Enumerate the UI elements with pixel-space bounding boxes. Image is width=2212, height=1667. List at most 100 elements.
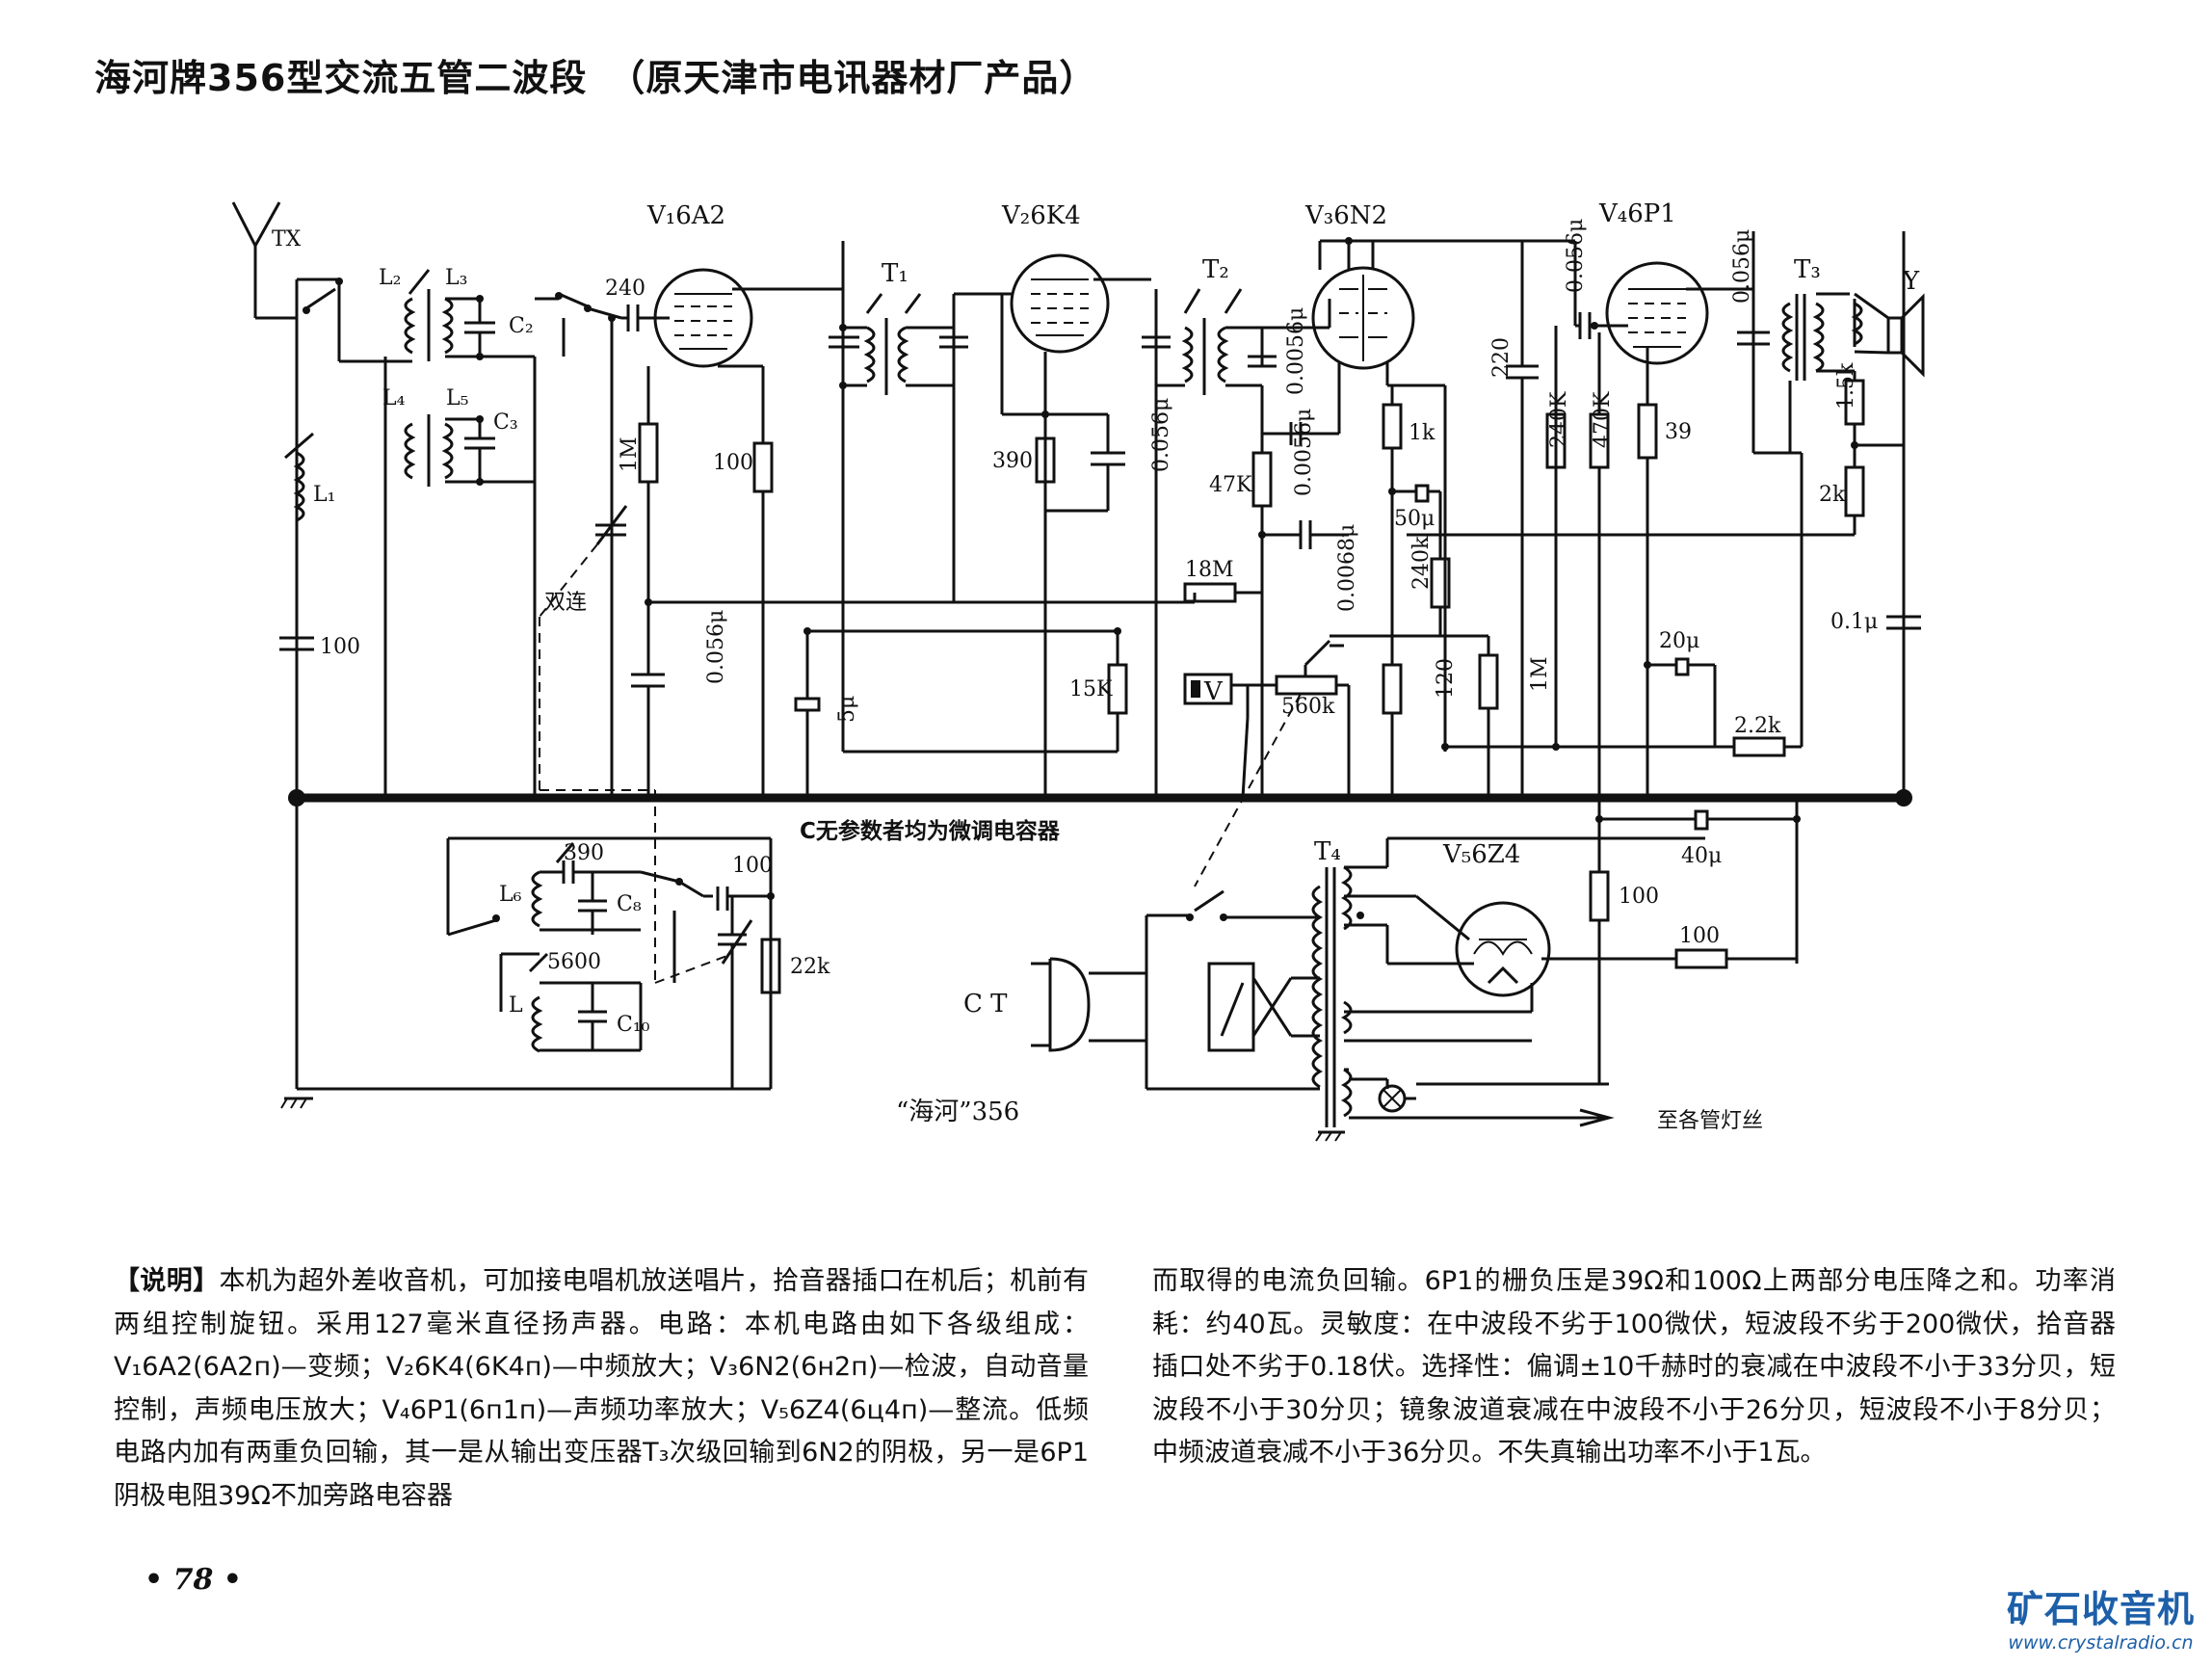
resistor-22k-label: 22k bbox=[790, 955, 830, 979]
resistor-100-b-label: 100 bbox=[1619, 885, 1659, 909]
antenna-icon bbox=[231, 201, 281, 318]
pot-560k-label: 560k bbox=[1281, 695, 1335, 719]
resistor-1m-b-label: 1M bbox=[1528, 656, 1552, 692]
coil-l2 bbox=[404, 297, 416, 355]
resistor-470k-label: 470K bbox=[1591, 391, 1615, 448]
resistor-15k-label: 15K bbox=[1069, 677, 1113, 701]
description-text-1: 本机为超外差收音机，可加接电唱机放送唱片，拾音器插口在机后；机前有两组控制旋钮。… bbox=[114, 1266, 1090, 1511]
transformer-t4-label: T₄ bbox=[1314, 837, 1341, 866]
coil-l5 bbox=[441, 422, 454, 480]
coil-l7 bbox=[531, 995, 543, 1053]
cap-c2-label: C₂ bbox=[509, 314, 534, 338]
page-number: • 78 • bbox=[145, 1563, 242, 1597]
resistor-240k-b-label: 240K bbox=[1547, 391, 1571, 448]
cap-50u-label: 50μ bbox=[1394, 507, 1435, 531]
cap-0056-b-label: 0.056μ bbox=[1149, 398, 1173, 472]
watermark: 矿石收音机 www.crystalradio.cn bbox=[2007, 1579, 2195, 1654]
cap-240-label: 240 bbox=[605, 277, 645, 301]
description-col-2: 而取得的电流负回输。6P1的栅负压是39Ω和100Ω上两部分电压降之和。功率消耗… bbox=[1152, 1260, 2116, 1475]
tube-v2-label: V₂6K4 bbox=[1001, 201, 1081, 230]
speaker-label: Y bbox=[1902, 267, 1920, 296]
circuit-schematic: TX L₁ 100 L₂ L₃ C₂ L₄ L₅ C₃ 240 bbox=[231, 199, 1925, 1142]
antenna-label: TX bbox=[272, 227, 302, 251]
ground-icon-left bbox=[280, 1097, 313, 1109]
resistor-1m-label: 1M bbox=[618, 437, 642, 472]
volume-label: V bbox=[1203, 677, 1224, 706]
coil-l1-label: L₁ bbox=[313, 483, 335, 507]
coil-l4-label: L₄ bbox=[382, 386, 406, 410]
tube-v3-label: V₃6N2 bbox=[1304, 201, 1387, 230]
arrow-icon bbox=[1579, 1108, 1615, 1127]
description: 【说明】本机为超外差收音机，可加接电唱机放送唱片，拾音器插口在机后；机前有两组控… bbox=[114, 1260, 2118, 1549]
coil-l6 bbox=[531, 870, 543, 928]
tube-v1 bbox=[653, 268, 753, 368]
coil-l6-label: L₆ bbox=[499, 883, 522, 907]
cap-c10-label: C₁₀ bbox=[617, 1013, 650, 1037]
resistor-15k-b-label: 1.5k bbox=[1834, 362, 1858, 410]
transformer-t2-secondary bbox=[1217, 326, 1229, 384]
cap-390-label: 390 bbox=[564, 841, 604, 865]
gang-label: 双连 bbox=[544, 591, 587, 615]
cap-c8-label: C₈ bbox=[617, 892, 642, 916]
transformer-t1-secondary bbox=[897, 326, 909, 384]
cap-5u-label: 5μ bbox=[835, 696, 859, 723]
tube-v4-label: V₄6P1 bbox=[1598, 199, 1676, 228]
description-col-1: 【说明】本机为超外差收音机，可加接电唱机放送唱片，拾音器插口在机后；机前有两组控… bbox=[114, 1260, 1089, 1518]
resistor-18m-label: 18M bbox=[1185, 558, 1234, 582]
description-text-2: 而取得的电流负回输。6P1的栅负压是39Ω和100Ω上两部分电压降之和。功率消耗… bbox=[1152, 1266, 2116, 1468]
coil-l7-label: L bbox=[509, 993, 523, 1018]
transformer-t1-primary bbox=[863, 326, 876, 384]
resistor-2k-label: 2k bbox=[1819, 483, 1846, 507]
note-trimmer: C无参数者均为微调电容器 bbox=[800, 818, 1061, 844]
tube-v5 bbox=[1455, 901, 1551, 997]
tube-v5-label: V₅6Z4 bbox=[1442, 840, 1520, 869]
resistor-100-a-label: 100 bbox=[713, 451, 753, 475]
transformer-t2-primary bbox=[1181, 326, 1194, 384]
coil-l3-label: L₃ bbox=[445, 266, 467, 290]
transformer-t3-secondary bbox=[1812, 302, 1825, 373]
resistor-39-label: 39 bbox=[1665, 420, 1692, 444]
schematic-caption: “海河”356 bbox=[896, 1098, 1019, 1126]
transformer-t3-primary bbox=[1781, 302, 1794, 373]
resistor-1k-label: 1k bbox=[1409, 421, 1435, 445]
transformer-t3-label: T₃ bbox=[1794, 255, 1821, 284]
plug-icon bbox=[1031, 957, 1091, 1052]
tube-v4 bbox=[1605, 261, 1709, 365]
ground-icon-t4 bbox=[1315, 1130, 1345, 1142]
cap-0056-a-label: 0.056μ bbox=[704, 610, 728, 684]
cap-0068-label: 0.0068μ bbox=[1335, 524, 1359, 612]
cap-100-b-label: 100 bbox=[732, 854, 773, 878]
description-heading: 【说明】 bbox=[114, 1266, 220, 1296]
coil-l1 bbox=[293, 451, 305, 522]
cap-0056-f-label: 0.056μ bbox=[1730, 229, 1754, 304]
watermark-text: 矿石收音机 bbox=[2006, 1588, 2195, 1630]
transformer-t1-label: T₁ bbox=[882, 259, 908, 288]
resistor-47k-label: 47K bbox=[1209, 473, 1252, 497]
transformer-t2-label: T₂ bbox=[1202, 255, 1229, 284]
speaker-icon bbox=[1886, 316, 1904, 355]
tube-v3 bbox=[1311, 266, 1415, 370]
cap-220-label: 220 bbox=[1489, 337, 1514, 378]
title-main: 海河牌356型交流五管二波段 bbox=[94, 57, 588, 99]
tube-v2 bbox=[1010, 253, 1110, 354]
cap-5600-label: 5600 bbox=[547, 950, 601, 974]
coil-l4 bbox=[404, 422, 416, 480]
coil-l3 bbox=[441, 297, 454, 355]
cap-01u-label: 0.1μ bbox=[1830, 610, 1878, 634]
cap-40u-label: 40μ bbox=[1681, 844, 1722, 868]
resistor-390-label: 390 bbox=[992, 449, 1033, 473]
coil-l2-label: L₂ bbox=[379, 266, 401, 290]
page-title: 海河牌356型交流五管二波段 （原天津市电讯器材厂产品） bbox=[94, 48, 1096, 101]
cap-0056-e-label: 0.056μ bbox=[1564, 219, 1588, 293]
resistor-22k-b-label: 2.2k bbox=[1734, 714, 1781, 738]
tube-v1-label: V₁6A2 bbox=[646, 201, 725, 230]
title-sub: （原天津市电讯器材厂产品） bbox=[608, 57, 1097, 99]
coil-l5-label: L₅ bbox=[446, 386, 468, 410]
plug-label: C T bbox=[963, 990, 1008, 1019]
cap-c3-label: C₃ bbox=[493, 410, 518, 435]
cap-100-label: 100 bbox=[320, 635, 360, 659]
cap-0056-d-label: 0.0056μ bbox=[1292, 409, 1316, 496]
cap-20u-label: 20μ bbox=[1659, 629, 1699, 653]
resistor-100-c-label: 100 bbox=[1679, 924, 1720, 948]
watermark-url: www.crystalradio.cn bbox=[2008, 1632, 2194, 1654]
